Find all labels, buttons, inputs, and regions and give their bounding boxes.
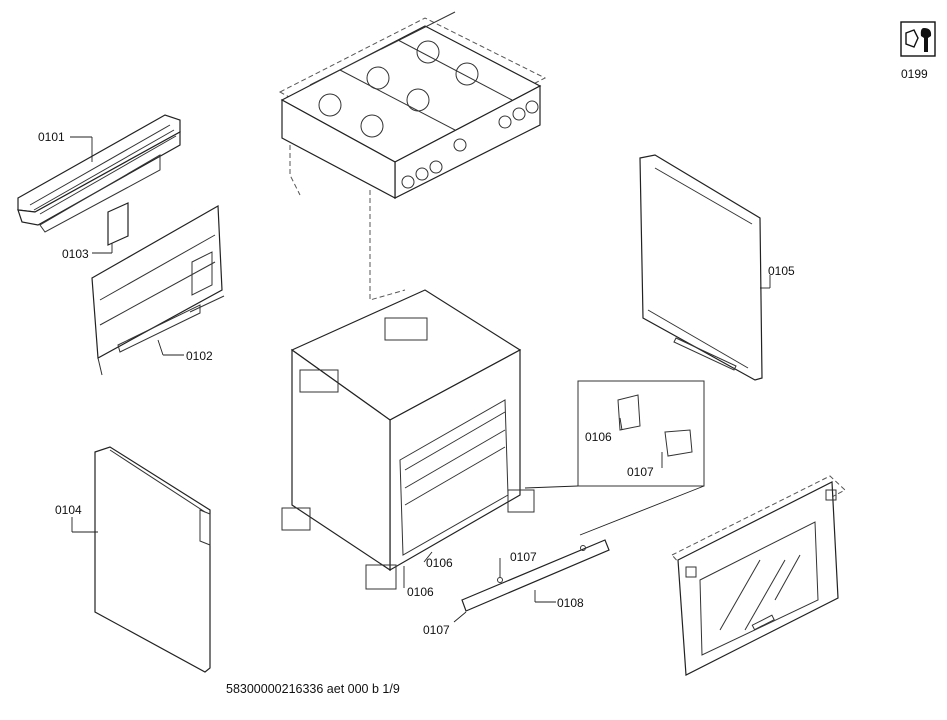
label-0106-lower: 0106 [407,585,434,599]
label-0106-upper: 0106 [426,556,453,570]
hinge-detail-callout [524,380,705,536]
part-0101-rear-vent-trim [17,114,181,233]
burner-grates [318,40,479,138]
part-0105-side-panel-right [639,154,771,381]
label-0105: 0105 [768,264,795,278]
control-knobs [401,100,539,189]
cooktop-assembly [278,11,547,301]
label-0101: 0101 [38,130,65,144]
label-0102: 0102 [186,349,213,363]
oven-feet [281,489,535,590]
document-footer-id: 58300000216336 aet 000 b 1/9 [226,682,400,696]
label-0104: 0104 [55,503,82,517]
base-leader-lines [403,551,433,588]
label-0106-detail: 0106 [585,430,612,444]
label-0108: 0108 [557,596,584,610]
label-0103: 0103 [62,247,89,261]
oven-door [671,475,846,676]
label-0107-detail: 0107 [627,465,654,479]
label-0199: 0199 [901,67,928,81]
part-0103-plate [92,202,129,254]
part-0102-rear-panel [91,204,225,376]
service-tool-icon [900,21,936,57]
oven-body [281,289,535,590]
part-0104-side-panel-left [71,446,211,673]
part-0108-toe-kick [453,539,610,623]
label-0107-lower: 0107 [423,623,450,637]
label-0107-upper: 0107 [510,550,537,564]
convection-fan-units [299,317,428,393]
